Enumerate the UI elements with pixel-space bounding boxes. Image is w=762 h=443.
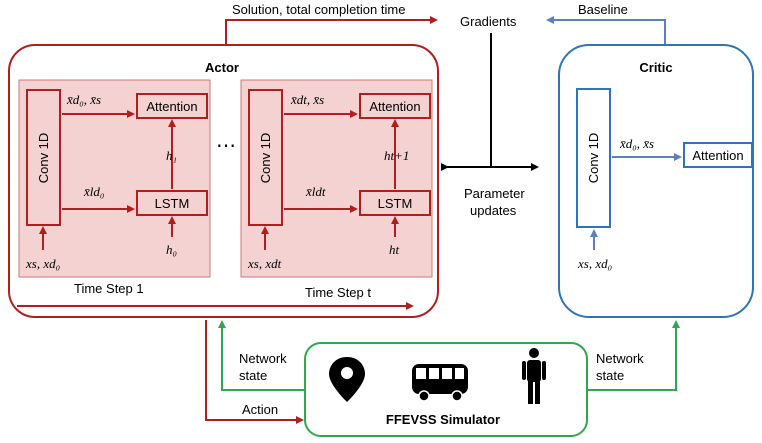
hidden-out-label-stept: ht+1 xyxy=(384,148,409,163)
bottom-input-label-stept: xs, xdt xyxy=(247,256,282,271)
time-step-t-cell xyxy=(240,79,433,278)
hidden-in-label-stept: ht xyxy=(389,242,400,257)
attention-label-stept: Attention xyxy=(369,99,420,114)
network-state-left-line1: Network xyxy=(239,351,287,366)
input-attention-label-stept: x̄dt, x̄s xyxy=(290,92,324,107)
critic-conv1d-block xyxy=(576,88,611,228)
input-lstm-label-stept: x̄ldt xyxy=(305,184,326,199)
time-step-1-cell xyxy=(18,79,211,278)
critic-bottom-input-label: xs, xd₀ xyxy=(577,256,612,271)
critic-box xyxy=(558,44,754,318)
attention-block-step1 xyxy=(136,93,208,119)
input-lstm-label-step1: x̄ld₀ xyxy=(83,184,104,199)
network-state-to-critic-arrow xyxy=(587,320,680,391)
critic-conv1d-label: Conv 1D xyxy=(586,133,601,184)
actor-title: Actor xyxy=(205,60,239,75)
solution-arrow xyxy=(225,16,438,45)
location-pin-icon xyxy=(329,357,365,402)
bottom-input-label-step1: xs, xd₀ xyxy=(25,256,60,271)
critic-attention-label: Attention xyxy=(692,148,743,163)
bus-icon xyxy=(412,364,468,402)
network-state-to-actor-arrow xyxy=(218,320,305,391)
conv1d-block-stept xyxy=(248,89,283,226)
lstm-label-stept: LSTM xyxy=(378,196,413,211)
actor-box xyxy=(8,44,439,318)
solution-label: Solution, total completion time xyxy=(232,2,405,17)
simulator-title: FFEVSS Simulator xyxy=(386,412,500,427)
action-arrow xyxy=(205,320,304,424)
network-state-right-line1: Network xyxy=(596,351,644,366)
hidden-out-label-step1: h₁ xyxy=(166,148,177,163)
lstm-label-step1: LSTM xyxy=(155,196,190,211)
conv1d-label-stept: Conv 1D xyxy=(258,133,273,184)
network-state-right-line2: state xyxy=(596,368,624,383)
ellipsis: ⋯ xyxy=(216,135,236,157)
time-step-1-label: Time Step 1 xyxy=(74,281,144,296)
critic-title: Critic xyxy=(639,60,672,75)
lstm-block-step1 xyxy=(136,190,208,216)
baseline-label: Baseline xyxy=(578,2,628,17)
attention-block-stept xyxy=(359,93,431,119)
attention-label-step1: Attention xyxy=(146,99,197,114)
person-icon xyxy=(522,348,546,404)
input-attention-label-step1: x̄d₀, x̄s xyxy=(66,92,101,107)
critic-input-attention-label: x̄d₀, x̄s xyxy=(619,136,654,151)
parameter-label-line1: Parameter xyxy=(464,186,525,201)
critic-attention-block xyxy=(683,142,753,168)
gradients-label: Gradients xyxy=(460,14,517,29)
time-step-t-label: Time Step t xyxy=(305,285,371,300)
action-label: Action xyxy=(242,402,278,417)
parameter-label-line2: updates xyxy=(470,203,517,218)
hidden-in-label-step1: h₀ xyxy=(166,242,177,257)
baseline-arrow xyxy=(546,16,666,44)
conv1d-label-step1: Conv 1D xyxy=(36,133,51,184)
network-state-left-line2: state xyxy=(239,368,267,383)
lstm-block-stept xyxy=(359,190,431,216)
conv1d-block-step1 xyxy=(26,89,61,226)
